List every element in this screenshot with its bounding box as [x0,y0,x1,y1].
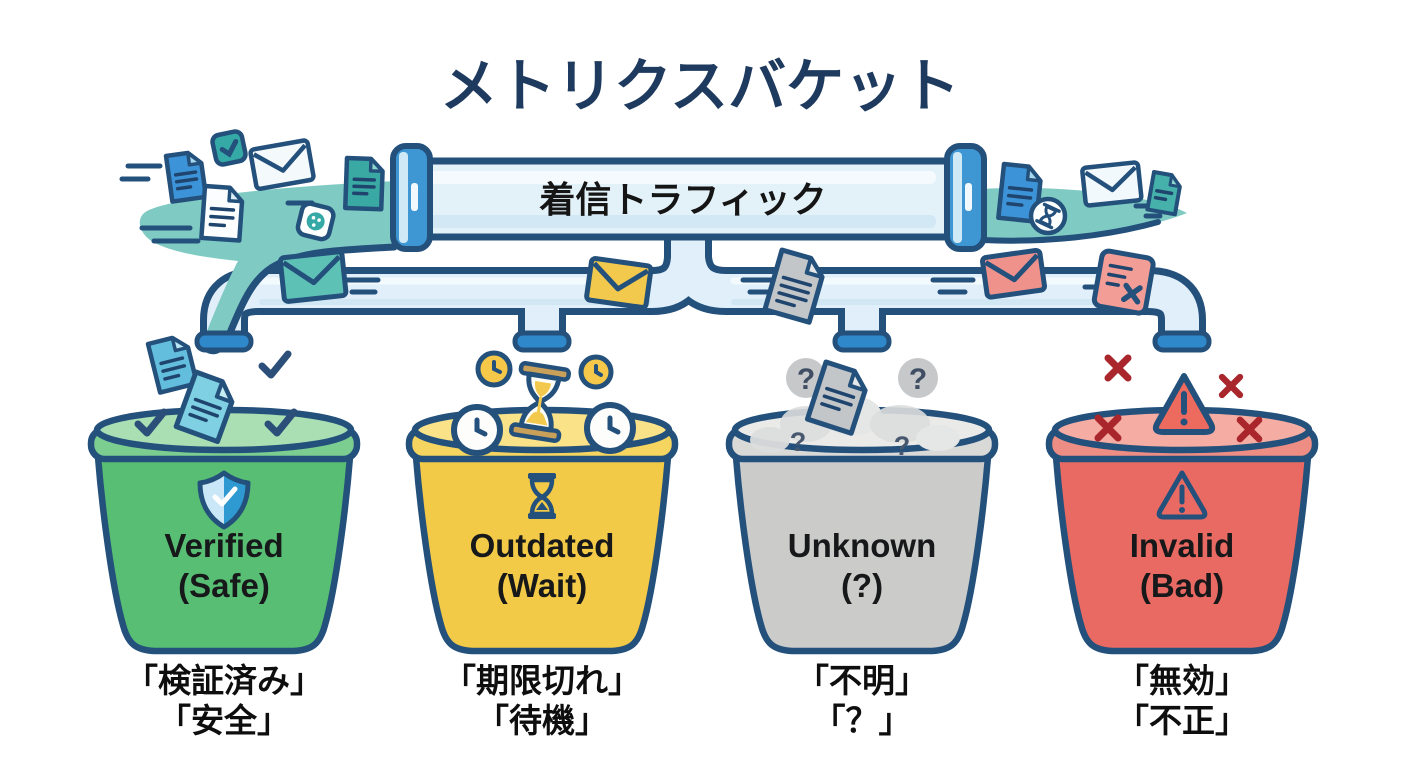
right-stream-icons [996,160,1182,236]
document-icon [163,150,209,204]
envelope-icon [584,256,654,310]
question-mark-icon: ? [790,427,807,457]
warning-triangle-icon [1152,373,1216,435]
pipe-flange-left [390,143,433,252]
pipe-flange-right [944,143,987,252]
page-title: メトリクスバケット [440,54,960,119]
question-mark-icon: ? [898,358,938,398]
bucket-name: Verified [164,527,283,564]
clock-icon [451,404,503,456]
hourglass-icon [508,361,572,443]
svg-text:?: ? [894,431,911,461]
document-icon [199,183,245,243]
svg-text:?: ? [790,427,807,457]
document-icon [804,359,868,436]
x-mark-icon [1218,373,1244,399]
falling-items-invalid [1094,354,1263,443]
envelope-icon [277,249,349,304]
document-icon [145,335,200,395]
check-badge-icon [210,129,248,167]
falling-items-verified [134,335,298,445]
left-stream-icons [163,129,385,243]
main-pipe: 着信トラフィック [390,143,987,252]
caption-outdated-2: 「待機」 [476,702,608,739]
bucket-subname: (Wait) [497,567,587,604]
bucket-name: Outdated [470,527,615,564]
hourglass-badge-icon [1028,196,1068,236]
clock-icon [475,350,513,388]
token-icon [295,201,336,242]
document-icon [762,247,825,325]
x-mark-icon [1236,416,1263,443]
envelope-icon [248,138,316,192]
x-mark-icon [1094,414,1122,442]
bucket-verified: Verified (Safe) [87,406,361,655]
document-icon [343,155,385,212]
x-mark-icon [1104,354,1132,382]
falling-items-outdated [451,350,636,456]
bucket-subname: (Bad) [1140,567,1224,604]
bucket-captions: 「検証済み」 「安全」 「期限切れ」 「待機」 「不明」 「？」 「無効」 「不… [125,662,1248,739]
pipe-label: 着信トラフィック [539,179,826,220]
bucket-name: Invalid [1130,527,1235,564]
question-mark-icon: ? [894,431,911,461]
caption-outdated-1: 「期限切れ」 [443,662,641,699]
shield-check-icon [197,470,251,530]
bucket-subname: (?) [841,567,883,604]
document-icon [1145,170,1182,217]
hourglass-icon [528,473,556,519]
svg-text:?: ? [797,363,815,396]
bucket-outdated: Outdated (Wait) [405,406,679,655]
speed-lines [119,163,315,244]
check-icon [134,408,168,437]
caption-invalid-2: 「不正」 [1116,702,1248,739]
manifold-icons [277,247,1156,325]
caption-verified-2: 「安全」 [158,702,290,739]
caption-unknown-2: 「？」 [813,702,912,739]
envelope-icon [1080,160,1144,208]
pipe-nozzles [194,330,1212,353]
envelope-icon [980,247,1047,300]
clock-icon [584,402,636,454]
document-icon [173,369,235,445]
caption-unknown-1: 「不明」 [796,662,928,699]
bucket-subname: (Safe) [178,567,270,604]
bucket-name: Unknown [788,527,936,564]
svg-text:?: ? [909,363,927,396]
warning-triangle-icon [1156,470,1208,520]
caption-verified-1: 「検証済み」 [125,662,323,699]
check-icon [264,408,298,437]
document-x-icon [1091,248,1156,316]
bucket-invalid: Invalid (Bad) [1045,406,1319,655]
check-icon [258,350,292,379]
falling-items-unknown: ? ? ? ? [750,358,960,461]
caption-invalid-1: 「無効」 [1116,662,1248,699]
clock-icon [578,354,614,390]
